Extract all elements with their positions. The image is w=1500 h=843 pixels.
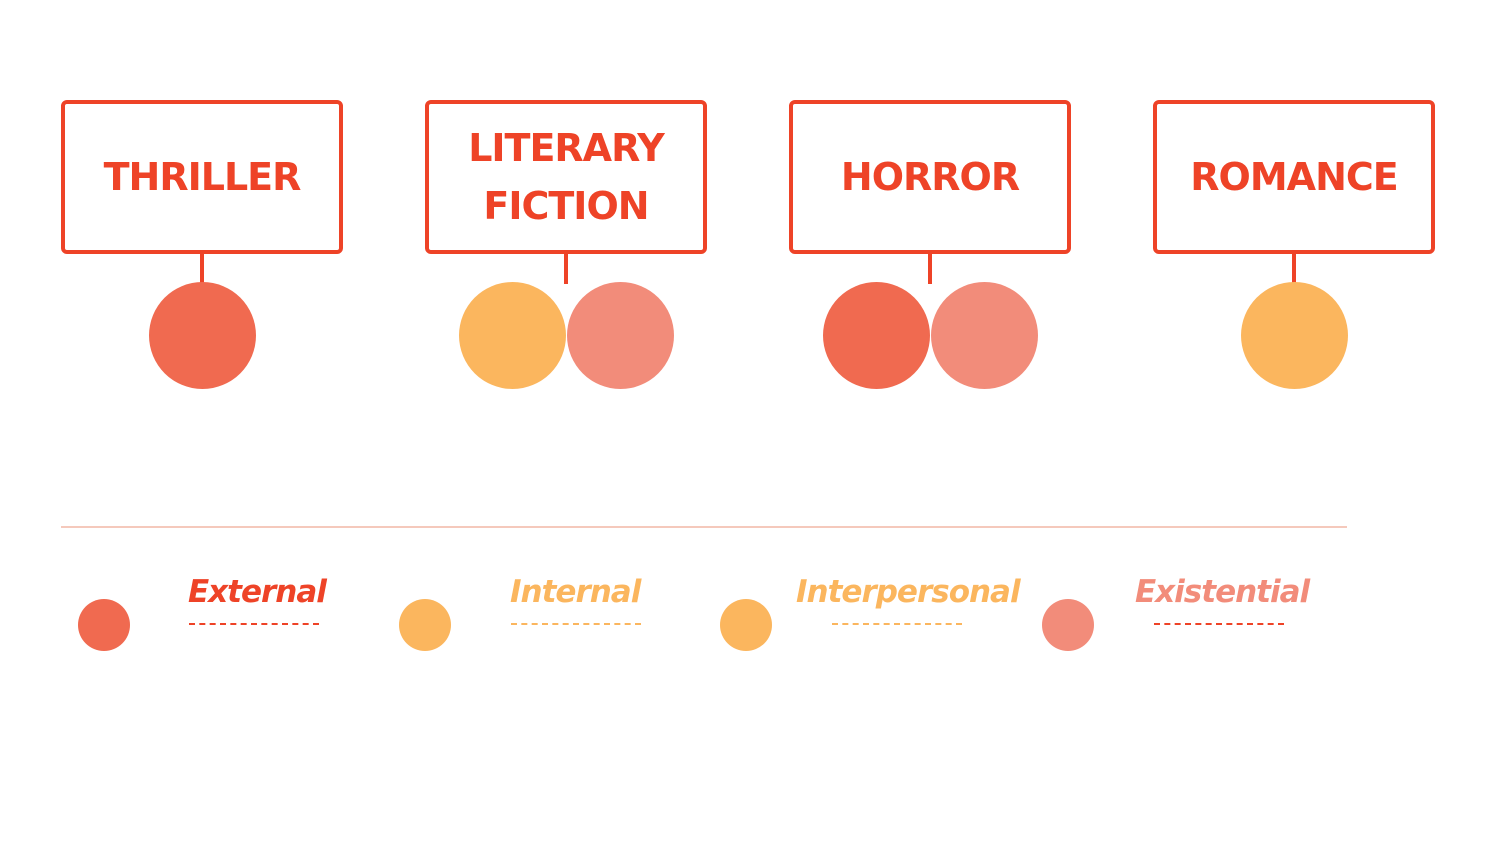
- genre-box: LITERARY FICTION: [425, 100, 707, 254]
- genre-label: HORROR: [840, 155, 1020, 199]
- legend-dash-external: [189, 623, 319, 625]
- legend-dot-interpersonal: [720, 599, 772, 651]
- legend-dash-existential: [1154, 623, 1284, 625]
- conflict-circle-internal: [459, 282, 566, 389]
- genre-label: THRILLER: [103, 155, 302, 199]
- conflict-circle-existential: [567, 282, 674, 389]
- connector-stem: [564, 252, 568, 284]
- legend-label-internal: Internal: [510, 574, 641, 610]
- legend-dot-external: [78, 599, 130, 651]
- legend-dash-internal: [511, 623, 641, 625]
- genre-label: ROMANCE: [1190, 155, 1398, 199]
- conflict-circle-external: [823, 282, 930, 389]
- conflict-circle-external: [149, 282, 256, 389]
- legend-label-external: External: [188, 574, 327, 610]
- connector-stem: [1292, 252, 1296, 284]
- connector-stem: [200, 252, 204, 284]
- genre-box: ROMANCE: [1153, 100, 1435, 254]
- legend-label-interpersonal: Interpersonal: [796, 574, 1021, 610]
- legend-dot-internal: [399, 599, 451, 651]
- legend-dot-existential: [1042, 599, 1094, 651]
- legend-dash-interpersonal: [832, 623, 962, 625]
- genre-box: THRILLER: [61, 100, 343, 254]
- genre-label: LITERARY FICTION: [468, 126, 665, 228]
- conflict-circle-existential: [931, 282, 1038, 389]
- connector-stem: [928, 252, 932, 284]
- divider-line: [61, 526, 1347, 528]
- genre-box: HORROR: [789, 100, 1071, 254]
- conflict-circle-internal: [1241, 282, 1348, 389]
- legend-label-existential: Existential: [1135, 574, 1310, 610]
